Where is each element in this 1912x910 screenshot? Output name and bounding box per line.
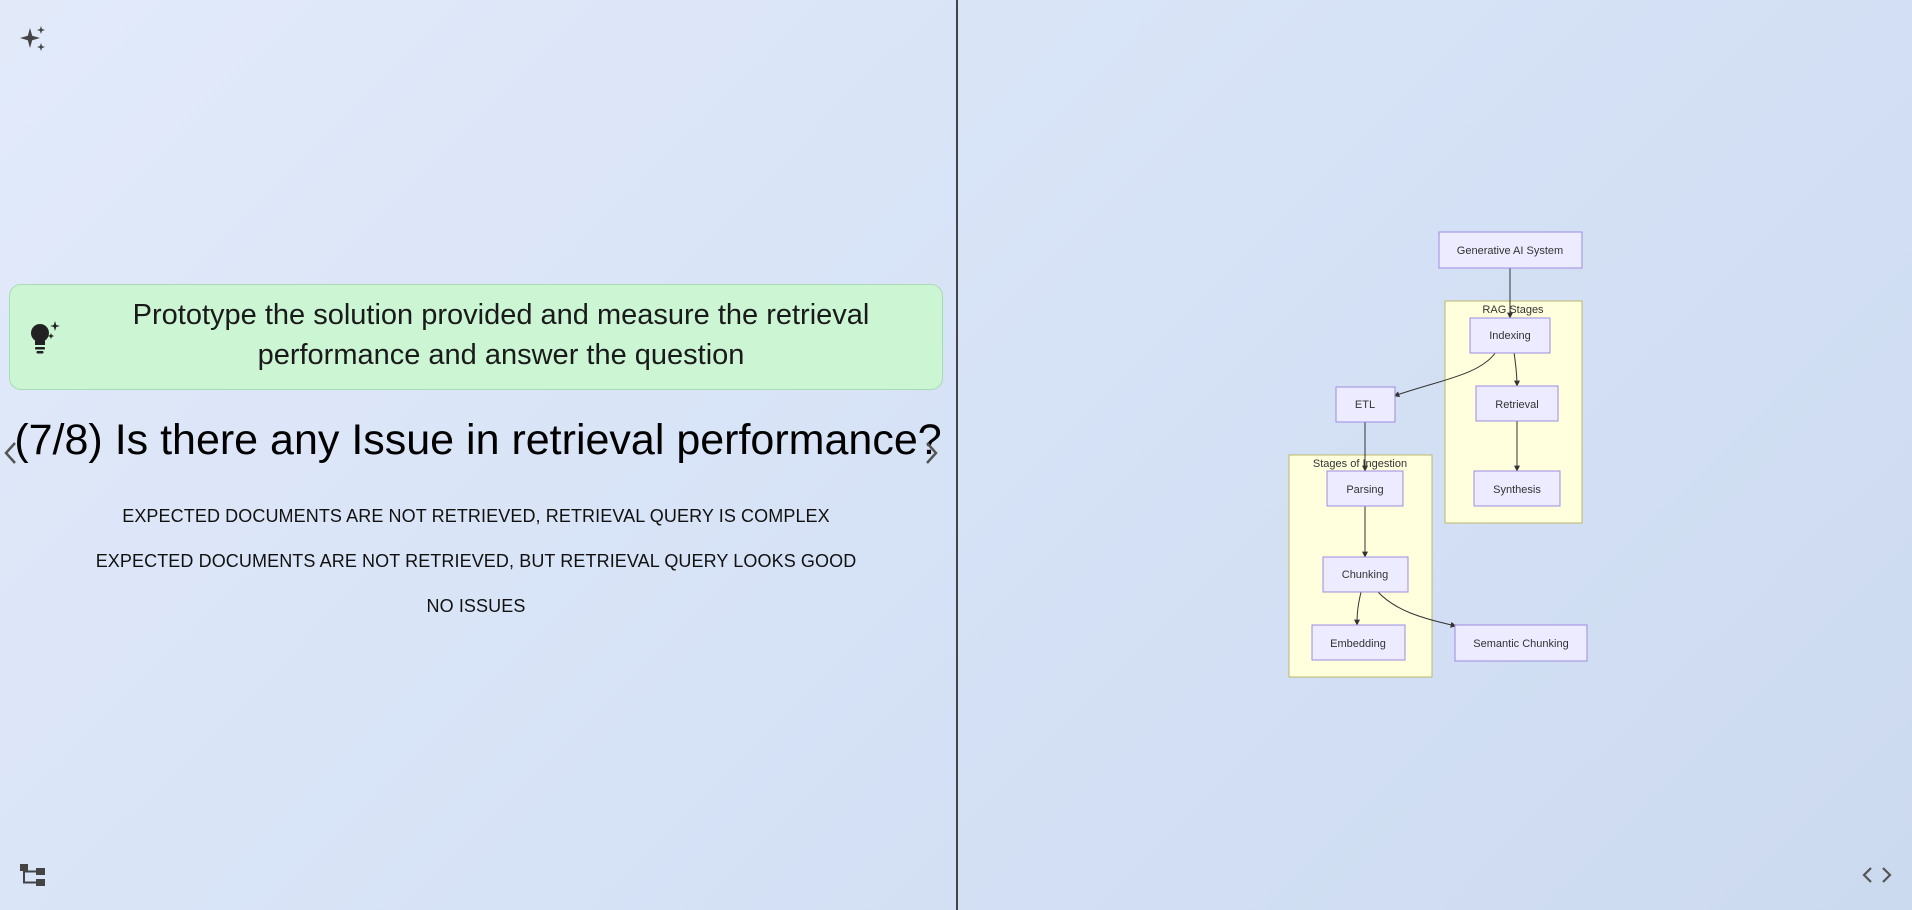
node-parsing[interactable]: Parsing (1326, 470, 1404, 507)
diagram-pane: RAG Stages Stages of Ingestion Generativ… (958, 0, 1912, 910)
edges (1354, 268, 1520, 628)
node-label: Embedding (1330, 638, 1386, 650)
edge-chunking-semantic (1377, 591, 1457, 628)
answer-option[interactable]: NO ISSUES (426, 596, 526, 616)
cluster-label: Stages of Ingestion (1313, 458, 1407, 470)
node-indexing[interactable]: Indexing (1469, 317, 1551, 354)
chevron-left-icon[interactable] (2, 438, 20, 468)
node-label: Generative AI System (1457, 245, 1563, 257)
answer-option[interactable]: EXPECTED DOCUMENTS ARE NOT RETRIEVED, RE… (122, 506, 830, 526)
tree-structure-icon[interactable] (18, 862, 48, 888)
node-label: Synthesis (1493, 484, 1541, 496)
hint-banner: Prototype the solution provided and meas… (9, 284, 943, 390)
hint-text: Prototype the solution provided and meas… (132, 299, 870, 371)
lightbulb-sparkle-icon (24, 319, 64, 359)
flowchart: RAG Stages Stages of Ingestion Generativ… (1288, 231, 1588, 678)
node-label: Retrieval (1495, 399, 1538, 411)
question-title: (7/8) Is there any Issue in retrieval pe… (14, 416, 942, 464)
sparkles-icon[interactable] (18, 24, 48, 54)
chevron-right-icon[interactable] (922, 438, 940, 468)
answer-option[interactable]: EXPECTED DOCUMENTS ARE NOT RETRIEVED, BU… (95, 551, 857, 571)
edge-indexing-retrieval (1513, 351, 1520, 387)
cluster-label: RAG Stages (1482, 304, 1544, 316)
node-retrieval[interactable]: Retrieval (1475, 385, 1559, 422)
node-label: ETL (1355, 399, 1375, 411)
pane-divider[interactable] (956, 0, 958, 910)
node-etl[interactable]: ETL (1335, 386, 1396, 423)
answer-options: EXPECTED DOCUMENTS ARE NOT RETRIEVED, RE… (0, 500, 952, 635)
code-brackets-icon[interactable] (1860, 862, 1894, 888)
edge-indexing-etl (1393, 351, 1497, 398)
node-embedding[interactable]: Embedding (1311, 624, 1406, 661)
node-label: Parsing (1346, 484, 1383, 496)
node-label: Indexing (1489, 330, 1531, 342)
node-label: Semantic Chunking (1473, 638, 1568, 650)
node-chunking[interactable]: Chunking (1322, 556, 1409, 593)
quiz-pane: Prototype the solution provided and meas… (0, 24, 952, 888)
node-generative-ai-system[interactable]: Generative AI System (1438, 231, 1583, 269)
edge-chunking-embedding (1354, 591, 1362, 626)
node-semantic-chunking[interactable]: Semantic Chunking (1454, 624, 1588, 662)
node-label: Chunking (1342, 569, 1388, 581)
node-synthesis[interactable]: Synthesis (1473, 470, 1561, 507)
